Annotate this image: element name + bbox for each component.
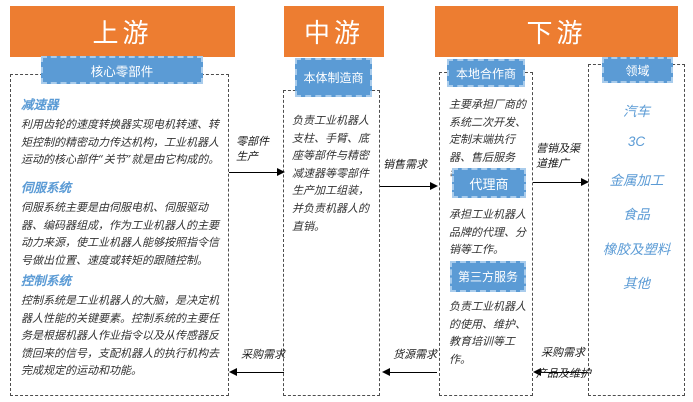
- local-partner-tag-label: 本地合作商: [455, 66, 516, 81]
- flow-label-sales-demand: 销售需求: [383, 158, 427, 171]
- upstream-section-servo: 伺服系统 伺服系统主要是由伺服电机、伺服驱动器、编码器组成，作为工业机器人的主要…: [21, 177, 227, 269]
- stage-header-downstream: 下游: [435, 6, 678, 57]
- upstream-tag-label: 核心零部件: [90, 64, 154, 79]
- midstream-box: [283, 90, 380, 396]
- upstream-section-reducer: 减速器 利用齿轮的速度转换器实现电机转速、转矩控制的精密动力传达机构，工业机器人…: [21, 94, 227, 169]
- agent-tag-label: 代理商: [469, 176, 509, 192]
- midstream-tag-label: 本体制造商: [303, 71, 364, 85]
- section-heading-reducer: 减速器: [21, 98, 59, 112]
- section-body-servo: 伺服系统主要是由伺服电机、伺服驱动器、编码器组成，作为工业机器人的主要动力来源，…: [21, 201, 219, 267]
- fields-tag-label: 领域: [625, 63, 650, 78]
- fields-tag: 领域: [602, 57, 673, 83]
- arrow-parts-production: [229, 172, 277, 173]
- third-party-tag-label: 第三方服务: [457, 270, 518, 284]
- section-heading-servo: 伺服系统: [21, 181, 72, 195]
- field-item-metal-processing: 金属加工: [609, 173, 664, 188]
- arrowhead-right-icon: [277, 168, 285, 176]
- stage-title-upstream: 上游: [92, 18, 153, 48]
- arrow-purchase-demand-left: [237, 372, 284, 373]
- arrowhead-left-icon: [229, 368, 237, 376]
- local-partner-body: 主要承担厂商的系统二次开发、定制末端执行器、售后服务等。: [449, 98, 526, 181]
- stage-header-midstream: 中游: [284, 6, 384, 57]
- downstream-tag-agent: 代理商: [452, 168, 526, 198]
- field-item-other: 其他: [623, 276, 650, 291]
- arrow-purchase-demand-right: [541, 372, 588, 373]
- upstream-box: [10, 74, 229, 396]
- downstream-tag-third-party-service: 第三方服务: [450, 261, 526, 292]
- upstream-tag-core-components: 核心零部件: [41, 56, 203, 84]
- downstream-tag-local-partner: 本地合作商: [447, 59, 525, 87]
- field-item-automotive: 汽车: [623, 104, 650, 119]
- stage-header-upstream: 上游: [10, 6, 235, 57]
- flow-label-supply-demand: 货源需求: [393, 348, 437, 361]
- arrow-sales-demand: [380, 186, 430, 187]
- stage-title-midstream: 中游: [303, 18, 364, 48]
- midstream-body: 负责工业机器人支柱、手臂、底座等部件与精密减速器等零部件生产加工组装，并负责机器…: [292, 114, 369, 233]
- agent-body: 承担工业机器人品牌的代理、分销等工作。: [449, 208, 526, 257]
- section-body-reducer: 利用齿轮的速度转换器实现电机转速、转矩控制的精密动力传达机构，工业机器人运动的核…: [21, 118, 220, 167]
- flow-label-purchase-demand-left: 采购需求: [241, 348, 285, 361]
- flow-label-marketing: 营销及渠道推广: [536, 142, 580, 171]
- arrow-marketing: [533, 182, 581, 183]
- arrowhead-left-icon: [382, 368, 390, 376]
- stage-title-downstream: 下游: [526, 18, 587, 48]
- upstream-section-control: 控制系统 控制系统是工业机器人的大脑，是决定机器人性能的关键要素。控制系统的主要…: [21, 270, 227, 380]
- arrow-supply-demand: [390, 372, 437, 373]
- field-item-food: 食品: [623, 207, 650, 222]
- downstream-partners-box: [439, 72, 533, 396]
- third-party-body: 负责工业机器人的使用、维护、教育培训等工作。: [449, 300, 526, 366]
- field-item-rubber-plastic: 橡胶及塑料: [602, 242, 671, 257]
- arrowhead-left-icon: [533, 368, 541, 376]
- midstream-tag-body-manufacturer: 本体制造商: [295, 58, 372, 97]
- section-heading-control: 控制系统: [21, 274, 72, 288]
- flow-label-parts-production: 零部件生产: [236, 135, 269, 164]
- section-body-control: 控制系统是工业机器人的大脑，是决定机器人性能的关键要素。控制系统的主要任务是根据…: [21, 294, 219, 378]
- arrowhead-right-icon: [430, 182, 438, 190]
- field-item-3c: 3C: [627, 134, 646, 149]
- flow-label-products-maintenance: 产品及维护: [536, 367, 591, 380]
- flow-label-purchase-demand-right: 采购需求: [541, 346, 585, 359]
- arrowhead-right-icon: [581, 178, 589, 186]
